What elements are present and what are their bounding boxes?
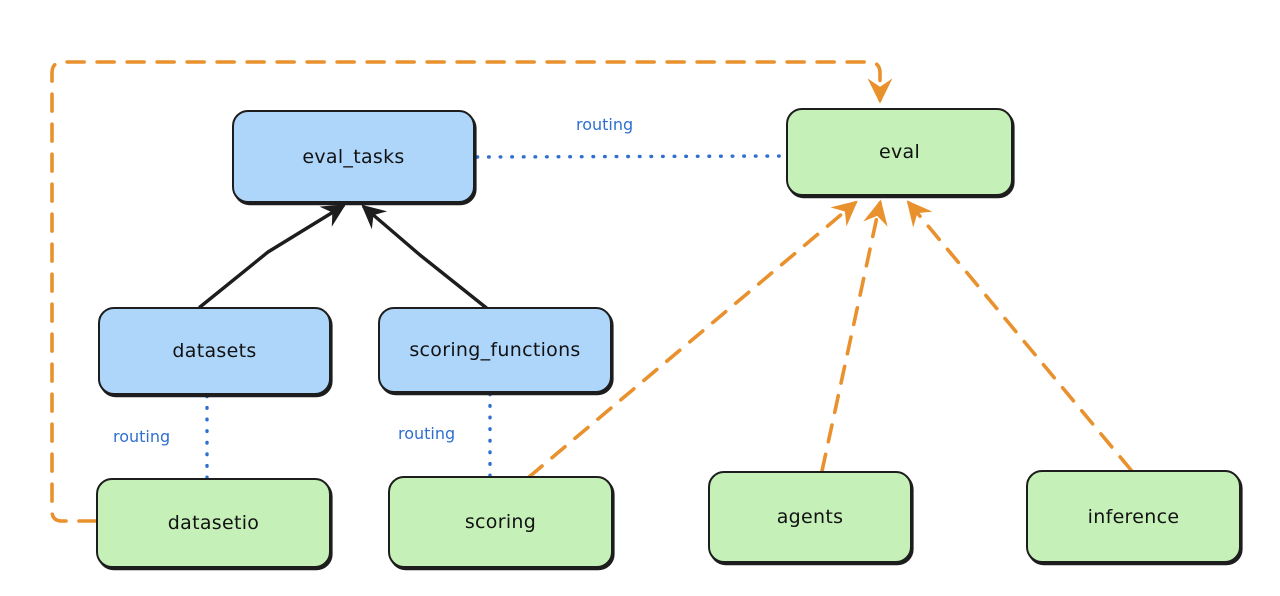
- node-scoring-functions[interactable]: scoring_functions: [378, 307, 612, 393]
- node-label-scoring: scoring: [464, 511, 537, 533]
- node-label-datasetio: datasetio: [167, 512, 260, 534]
- dependency-edge-agents-to-eval: [820, 199, 888, 473]
- node-inference[interactable]: inference: [1026, 470, 1241, 563]
- node-agents[interactable]: agents: [708, 471, 912, 563]
- node-eval-tasks[interactable]: eval_tasks: [232, 110, 475, 203]
- node-label-eval-tasks: eval_tasks: [302, 145, 405, 168]
- node-datasetio[interactable]: datasetio: [96, 478, 331, 568]
- node-scoring[interactable]: scoring: [388, 476, 613, 568]
- node-label-datasets: datasets: [172, 340, 257, 362]
- composition-edge-datasets-to-eval-tasks: [198, 204, 346, 309]
- node-datasets[interactable]: datasets: [98, 307, 331, 395]
- routing-edge-eval-tasks-to-eval: [475, 154, 788, 159]
- edge-label-routing-eval: routing: [576, 115, 634, 134]
- dependency-edge-scoring-to-eval: [527, 200, 858, 479]
- edge-label-routing-scoring: routing: [398, 424, 456, 443]
- edge-label-routing-datasetio: routing: [113, 427, 171, 446]
- dependency-edge-datasetio-to-eval: [50, 60, 893, 523]
- node-label-agents: agents: [776, 506, 844, 528]
- node-label-eval: eval: [878, 141, 921, 163]
- node-label-inference: inference: [1087, 505, 1180, 528]
- dependency-edge-inference-to-eval: [906, 200, 1133, 472]
- node-label-scoring-functions: scoring_functions: [409, 339, 581, 361]
- composition-edge-scoring-functions-to-eval-tasks: [361, 204, 491, 312]
- node-eval[interactable]: eval: [786, 108, 1013, 196]
